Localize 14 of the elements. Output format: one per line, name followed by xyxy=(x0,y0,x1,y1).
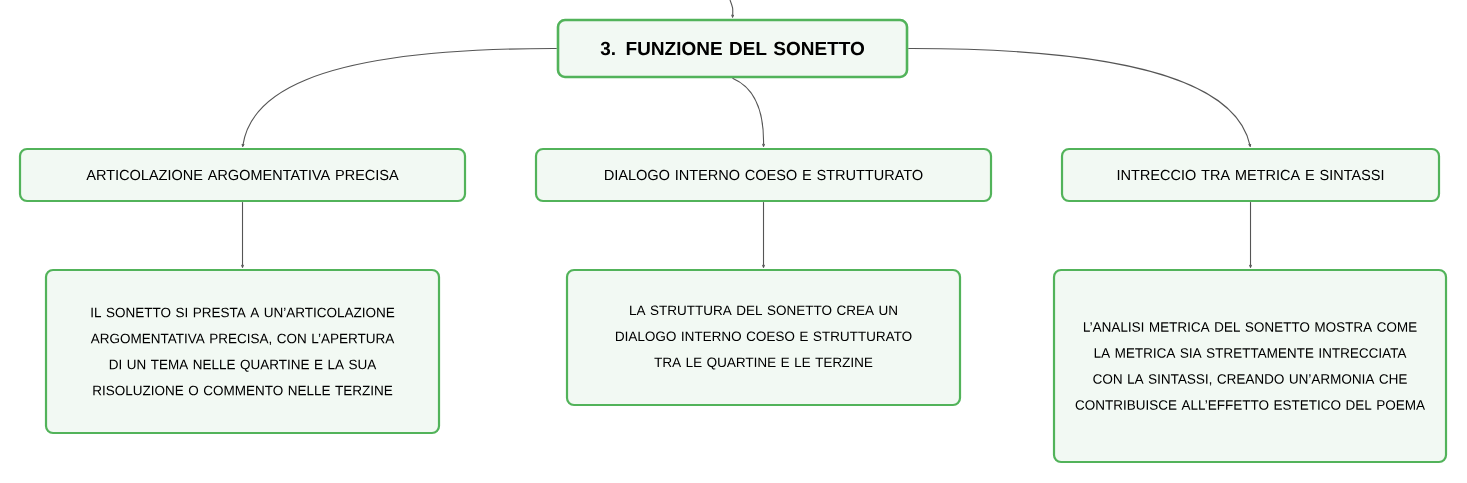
note-box: IL SONETTO SI PRESTA A UN’ARTICOLAZIONE ARGOMENTATIVA PRECISA, CON L’APERTURA DI UN TEMA NELLE QUARTINE E LA SUA RISOLUZIONE O COMMENTO NELLE TERZINE xyxy=(44,268,441,435)
note-box: L’ANALISI METRICA DEL SONETTO MOSTRA COME LA METRICA SIA STRETTAMENTE INTRECCIATA CON LA SINTASSI, CREANDO UN’ARMONIA CHE CONTRIBUISCE ALL’EFFETTO ESTETICO DEL POEMA xyxy=(1052,268,1448,464)
arrow xyxy=(907,47,1252,148)
arrow xyxy=(1249,201,1252,269)
arrow xyxy=(762,201,765,269)
arrow xyxy=(241,47,558,148)
mind-map-root-box: 3. FUNZIONE DEL SONETTO xyxy=(556,18,909,79)
topic-box: ARTICOLAZIONE ARGOMENTATIVA PRECISA xyxy=(18,147,467,203)
topic-box: INTRECCIO TRA METRICA E SINTASSI xyxy=(1060,147,1441,203)
topic-box: DIALOGO INTERNO COESO E STRUTTURATO xyxy=(534,147,993,203)
arrow xyxy=(729,0,735,18)
arrow xyxy=(731,77,766,148)
arrow xyxy=(241,201,244,269)
note-box: LA STRUTTURA DEL SONETTO CREA UN DIALOGO INTERNO COESO E STRUTTURATO TRA LE QUARTINE E LE TERZINE xyxy=(565,268,962,407)
